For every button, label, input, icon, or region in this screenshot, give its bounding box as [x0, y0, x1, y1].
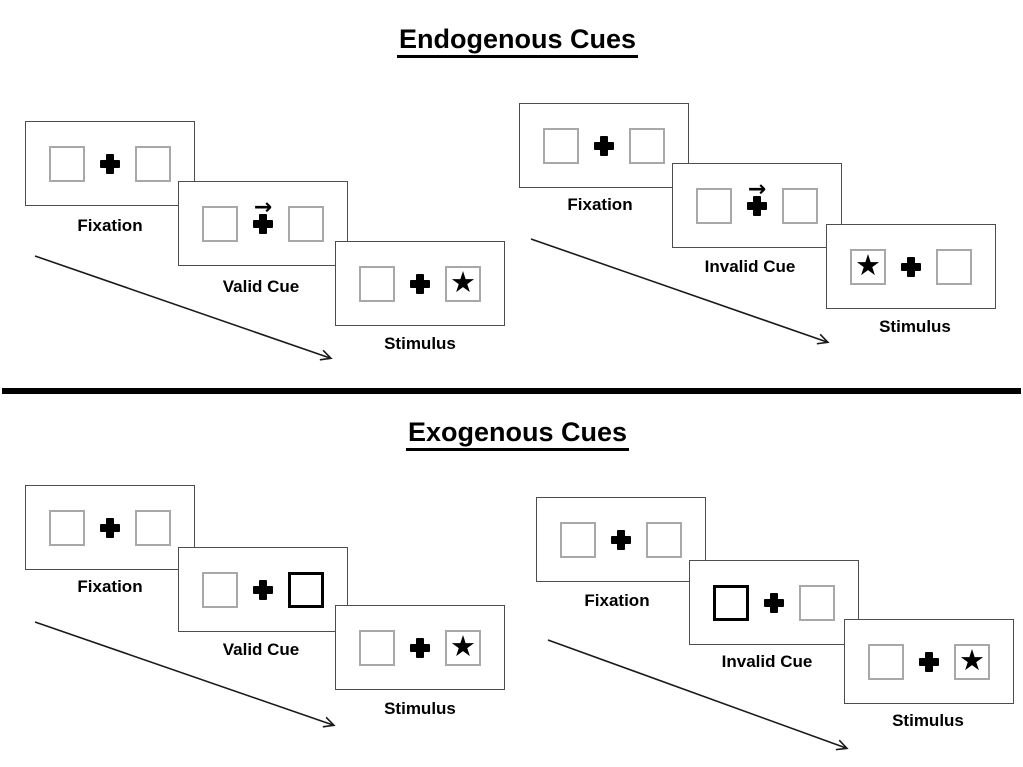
center-group: →	[253, 196, 273, 234]
center-group: →	[410, 273, 430, 294]
left-box: ★	[202, 571, 238, 608]
endo-valid-cue-panel: ★ → ★	[178, 181, 348, 266]
exo-valid-fixation-panel: ★ → ★	[25, 485, 195, 570]
right-box: ★	[288, 571, 324, 608]
fixation-cross-icon	[919, 651, 939, 672]
fixation-cross-icon	[594, 135, 614, 156]
left-box: ★	[49, 145, 85, 182]
left-box: ★	[713, 584, 749, 621]
right-box: ★	[646, 521, 682, 558]
right-box: ★	[445, 629, 481, 666]
step-label: Valid Cue	[222, 640, 300, 659]
center-group: →	[747, 178, 767, 216]
step-label: Fixation	[567, 195, 633, 214]
step-label: Fixation	[77, 577, 143, 596]
right-box: ★	[629, 127, 665, 164]
star-icon: ★	[855, 248, 881, 282]
fixation-cross-icon	[253, 213, 273, 234]
center-group: →	[100, 153, 120, 174]
right-box: ★	[799, 584, 835, 621]
fixation-cross-icon	[764, 592, 784, 613]
exo-invalid-fixation-panel: ★ → ★	[536, 497, 706, 582]
right-box: ★	[135, 509, 171, 546]
section-title-exogenous: Exogenous Cues	[12, 417, 1023, 451]
left-box: ★	[49, 509, 85, 546]
step-label: Invalid Cue	[704, 257, 796, 276]
center-group: →	[594, 135, 614, 156]
endo-invalid-stimulus-panel: ★ → ★	[826, 224, 996, 309]
left-box: ★	[850, 248, 886, 285]
left-box: ★	[560, 521, 596, 558]
fixation-cross-icon	[410, 637, 430, 658]
center-group: →	[901, 256, 921, 277]
step-label: Stimulus	[879, 317, 951, 336]
step-label: Stimulus	[384, 334, 456, 353]
endo-invalid-cue-panel: ★ → ★	[672, 163, 842, 248]
center-group: →	[611, 529, 631, 550]
left-box: ★	[202, 205, 238, 242]
fixation-cross-icon	[611, 529, 631, 550]
exo-valid-cue-panel: ★ → ★	[178, 547, 348, 632]
endo-valid-stimulus-panel: ★ → ★	[335, 241, 505, 326]
fixation-cross-icon	[100, 153, 120, 174]
star-icon: ★	[450, 629, 476, 663]
left-box: ★	[359, 629, 395, 666]
center-group: →	[253, 579, 273, 600]
center-group: →	[764, 592, 784, 613]
cue-arrow-icon: →	[253, 194, 273, 220]
right-box: ★	[954, 643, 990, 680]
step-label: Stimulus	[892, 711, 964, 730]
timeline-arrow-endo-invalid	[530, 238, 830, 345]
fixation-cross-icon	[747, 195, 767, 216]
section-title-text: Exogenous Cues	[405, 417, 630, 451]
endo-invalid-fixation-panel: ★ → ★	[519, 103, 689, 188]
right-box: ★	[288, 205, 324, 242]
step-label: Fixation	[584, 591, 650, 610]
left-box: ★	[359, 265, 395, 302]
right-box: ★	[445, 265, 481, 302]
cue-arrow-icon: →	[747, 176, 767, 202]
right-box: ★	[782, 187, 818, 224]
left-box: ★	[696, 187, 732, 224]
right-box: ★	[936, 248, 972, 285]
center-group: →	[410, 637, 430, 658]
center-group: →	[100, 517, 120, 538]
section-divider	[2, 388, 1021, 394]
exo-invalid-stimulus-panel: ★ → ★	[844, 619, 1014, 704]
endo-valid-fixation-panel: ★ → ★	[25, 121, 195, 206]
left-box: ★	[543, 127, 579, 164]
star-icon: ★	[959, 643, 985, 677]
star-icon: ★	[450, 265, 476, 299]
right-box: ★	[135, 145, 171, 182]
fixation-cross-icon	[100, 517, 120, 538]
fixation-cross-icon	[410, 273, 430, 294]
timeline-arrow-exo-valid	[34, 621, 336, 728]
section-title-text: Endogenous Cues	[396, 24, 638, 58]
step-label: Invalid Cue	[721, 652, 813, 671]
exo-valid-stimulus-panel: ★ → ★	[335, 605, 505, 690]
exo-invalid-cue-panel: ★ → ★	[689, 560, 859, 645]
center-group: →	[919, 651, 939, 672]
section-title-endogenous: Endogenous Cues	[12, 24, 1023, 58]
fixation-cross-icon	[901, 256, 921, 277]
left-box: ★	[868, 643, 904, 680]
step-label: Stimulus	[384, 699, 456, 718]
step-label: Fixation	[77, 216, 143, 235]
step-label: Valid Cue	[222, 277, 300, 296]
timeline-arrow-endo-valid	[34, 255, 333, 361]
fixation-cross-icon	[253, 579, 273, 600]
